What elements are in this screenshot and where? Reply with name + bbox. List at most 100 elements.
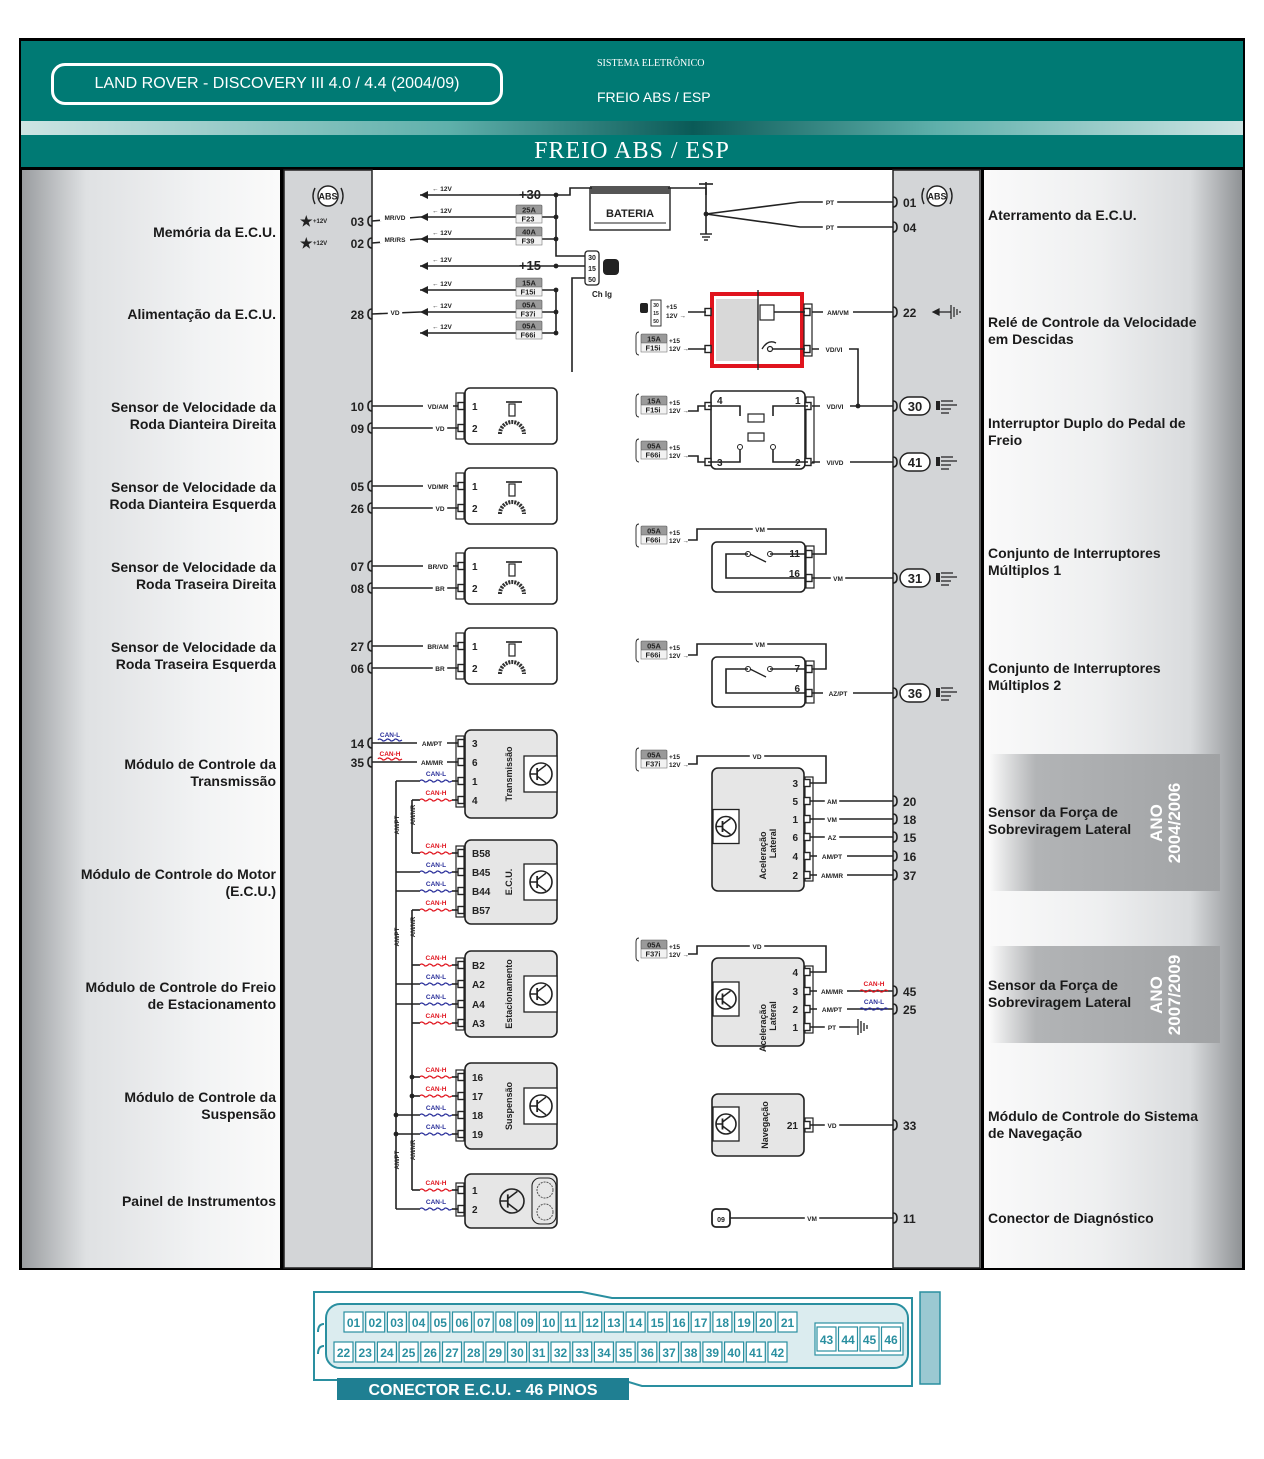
connector-housing	[455, 392, 465, 440]
connector-pin-cell	[376, 1341, 398, 1363]
module-pin: 6	[472, 758, 478, 769]
connector-housing	[455, 472, 465, 520]
bracket	[635, 438, 640, 463]
module-pin: A4	[472, 1000, 485, 1011]
connector-housing	[805, 545, 815, 589]
wiring-area	[284, 170, 981, 1268]
wire-color-label: VM	[833, 576, 843, 583]
wheel-speed-sensor: 12	[455, 387, 558, 445]
connector-pin	[457, 401, 465, 411]
connector-pin-number: 29	[489, 1346, 503, 1360]
label-line: Painel de Instrumentos	[121, 1193, 276, 1209]
ecu-terminal	[367, 737, 373, 749]
connector-pin-cell	[647, 1311, 668, 1333]
wire-label-bg	[817, 870, 847, 879]
connector-pin-number: 03	[390, 1316, 404, 1330]
can-twisted-wire	[859, 989, 889, 993]
connector-pin	[457, 1129, 465, 1139]
connector-pin-cell	[485, 1341, 506, 1363]
connector-pin	[457, 583, 465, 593]
wire-color-label: VD/VI	[826, 347, 843, 354]
wire-label-bg	[824, 796, 840, 805]
connector-pin	[457, 886, 465, 896]
label-line: (E.C.U.)	[225, 883, 276, 899]
connector-pin-cell	[386, 1311, 408, 1333]
connector-pin-cell	[859, 1326, 880, 1352]
can-bus-label: CAN-L	[426, 771, 446, 778]
label-line: Sensor da Força de	[988, 804, 1118, 820]
fuse-name: F66i	[645, 536, 660, 545]
wheel-speed-sensor: 12	[455, 627, 558, 685]
label-line: Relé de Controle da Velocidade	[988, 314, 1197, 330]
sensor-pin: 2	[472, 424, 478, 435]
pin-number: 36	[908, 686, 922, 701]
connector-pin-cell	[333, 1341, 354, 1363]
wire-color-label: VD	[390, 310, 399, 317]
module-name: Estacionamento	[504, 959, 514, 1029]
connector-pin-number: 41	[749, 1346, 763, 1360]
trunk-wire-label: AM/PT	[395, 815, 401, 834]
module-pin: B2	[472, 961, 485, 972]
label-painel: Painel de Instrumentos	[22, 1193, 276, 1210]
connector-pin	[457, 1185, 465, 1195]
wire-label-bg	[417, 757, 447, 766]
ecu-terminal	[367, 400, 373, 412]
fuse-rating: 05A	[647, 527, 661, 536]
connector-pin-cell	[538, 1311, 559, 1333]
connector-housing	[455, 632, 465, 680]
wire-color-label: VD	[435, 426, 444, 433]
ecu-terminal	[892, 306, 898, 318]
trunk-wire-label: AM/MR	[411, 804, 417, 825]
wire	[705, 213, 893, 228]
connector-pin	[803, 814, 811, 824]
wire-label-bg	[820, 401, 850, 410]
switch-pin: 6	[794, 684, 800, 695]
wire	[555, 195, 586, 257]
module-name: Suspensão	[504, 1081, 514, 1130]
connector-pin-number: 32	[554, 1346, 568, 1360]
wire-color-label: VI/VD	[827, 460, 844, 467]
ecu-right-strip	[892, 169, 981, 1269]
ignition-terminal: 50	[653, 319, 659, 325]
can-bus-label: CAN-H	[426, 900, 447, 907]
fuse-name: F66i	[645, 451, 660, 460]
connector-housing	[455, 1182, 465, 1217]
wire-color-label: AZ	[828, 835, 837, 842]
can-bus-label: CAN-L	[380, 732, 400, 739]
connector-pin	[803, 1022, 811, 1032]
sensor-probe-icon	[508, 403, 516, 417]
switch-arm	[761, 341, 777, 350]
connector-pin	[457, 757, 465, 767]
fuse-name: F23	[522, 215, 535, 224]
transistor-icon	[529, 870, 553, 894]
connector-pin-cell	[658, 1341, 680, 1363]
connector-pin-number: 22	[337, 1346, 351, 1360]
connector-pin	[457, 1091, 465, 1101]
connector-pin-cell	[712, 1311, 733, 1333]
voltage-arrow: ← 12V	[432, 186, 453, 193]
can-bus-label: CAN-H	[426, 1067, 447, 1074]
label-line: Conector de Diagnóstico	[988, 1210, 1154, 1226]
connector-pin-number: 13	[607, 1316, 621, 1330]
bracket	[635, 331, 640, 356]
can-bus-label: CAN-H	[426, 1180, 447, 1187]
module-name: Transmissão	[504, 746, 514, 802]
connector-pin-number: 08	[499, 1316, 513, 1330]
ecu-pin-number: 07	[351, 560, 365, 574]
voltage-arrow: ← 12V	[432, 324, 453, 331]
ecu-terminal	[892, 869, 898, 881]
label-memoria: Memória da E.C.U.	[22, 224, 276, 241]
wire-label-bg	[830, 573, 846, 582]
pointing-hand-icon	[936, 456, 957, 470]
connector-pin-number: 18	[716, 1316, 730, 1330]
can-bus-label: CAN-L	[426, 994, 446, 1001]
voltage-arrow: 12V →	[669, 762, 689, 769]
connector-pin-number: 37	[662, 1346, 676, 1360]
connector-pin	[803, 796, 811, 806]
